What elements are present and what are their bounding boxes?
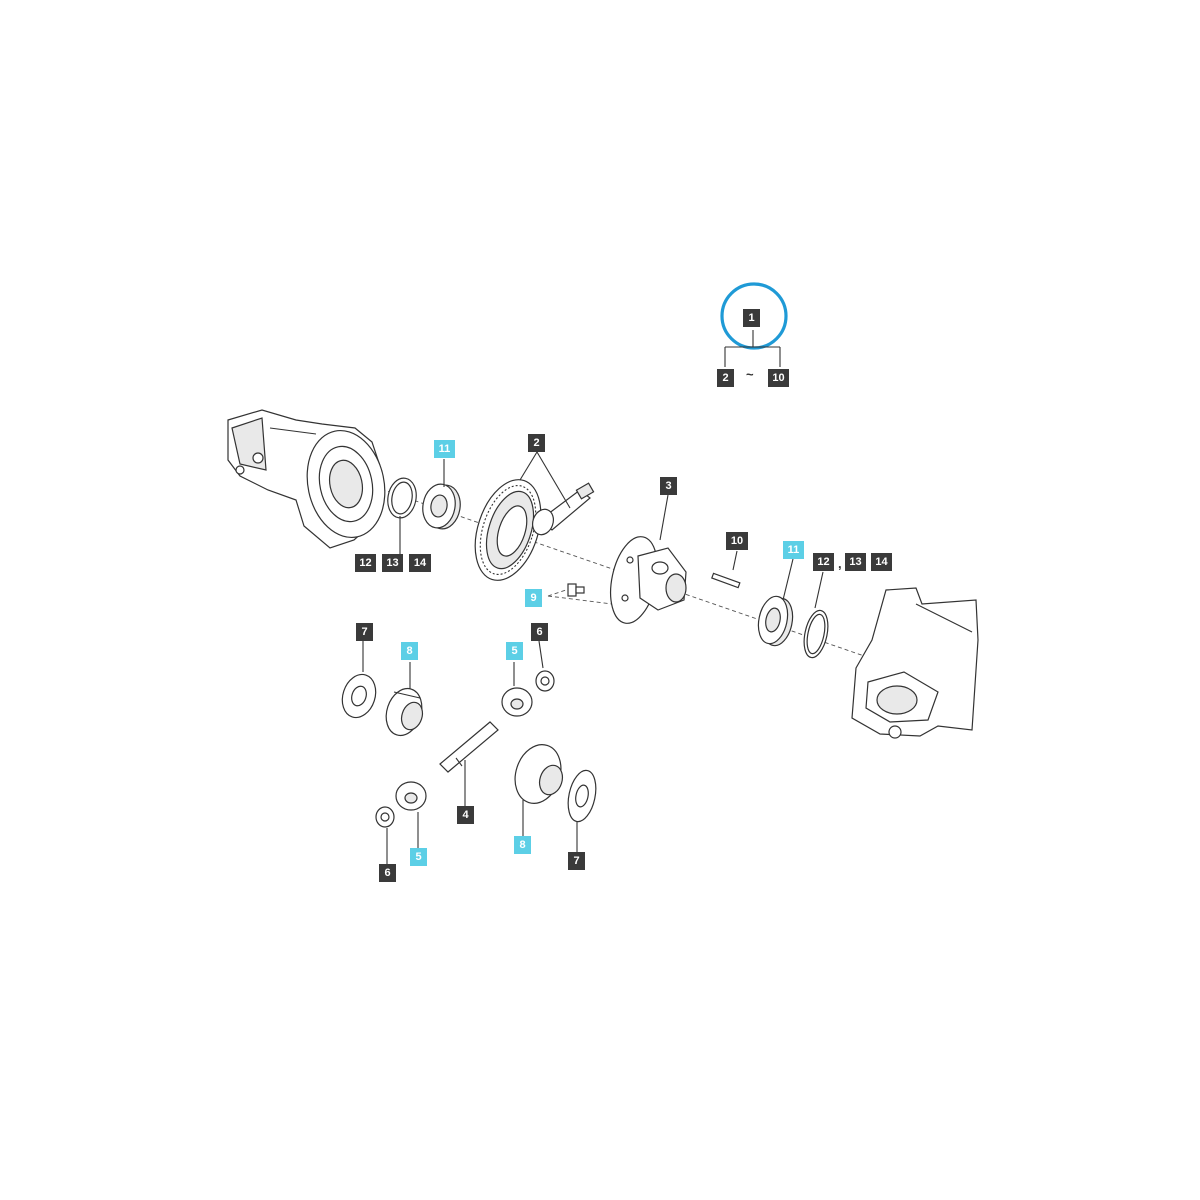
bolt <box>547 583 585 597</box>
ring-gear <box>474 479 542 581</box>
roll-pin <box>711 572 741 589</box>
part-label-5-lower[interactable]: 5 <box>410 848 427 866</box>
part-label-12-left[interactable]: 12 <box>355 554 376 572</box>
side-gear-upper <box>385 687 424 737</box>
part-label-6-upper[interactable]: 6 <box>531 623 548 641</box>
right-axle-housing <box>851 587 979 739</box>
part-label-12-right[interactable]: 12 <box>813 553 834 571</box>
part-label-5-upper[interactable]: 5 <box>506 642 523 660</box>
thrust-washer-lower <box>567 769 597 823</box>
part-label-9[interactable]: 9 <box>525 589 542 607</box>
part-label-6-lower[interactable]: 6 <box>379 864 396 882</box>
o-ring-right <box>803 609 829 659</box>
pinion-axis <box>547 595 613 605</box>
washer-lower-small <box>375 806 395 828</box>
pinion-cross-shaft <box>439 721 499 773</box>
part-label-2[interactable]: 2 <box>528 434 545 452</box>
part-label-13-left[interactable]: 13 <box>382 554 403 572</box>
range-separator: ~ <box>746 367 754 382</box>
highlight-circle <box>720 282 788 350</box>
part-label-13-right[interactable]: 13 <box>845 553 866 571</box>
assembly-label-main[interactable]: 1 <box>743 309 760 327</box>
part-label-11-left[interactable]: 11 <box>434 440 455 458</box>
part-label-8-upper[interactable]: 8 <box>401 642 418 660</box>
differential-case <box>610 536 687 624</box>
label-comma: , <box>838 556 842 571</box>
leader-lines <box>362 451 824 864</box>
part-label-14-right[interactable]: 14 <box>871 553 892 571</box>
side-gear-lower <box>514 744 564 804</box>
part-label-3[interactable]: 3 <box>660 477 677 495</box>
part-label-8-lower[interactable]: 8 <box>514 836 531 854</box>
pinion-gear-upper <box>501 687 533 717</box>
assembly-range-start[interactable]: 2 <box>717 369 734 387</box>
left-axle-housing <box>227 409 386 549</box>
part-label-11-right[interactable]: 11 <box>783 541 804 559</box>
assembly-range-end[interactable]: 10 <box>768 369 789 387</box>
bearing-right <box>757 595 794 647</box>
part-label-4[interactable]: 4 <box>457 806 474 824</box>
washer-upper-small <box>535 670 555 692</box>
part-label-7-lower[interactable]: 7 <box>568 852 585 870</box>
bearing-left <box>422 483 461 530</box>
part-label-7-upper[interactable]: 7 <box>356 623 373 641</box>
thrust-washer-upper <box>341 673 377 719</box>
part-label-10[interactable]: 10 <box>726 532 748 550</box>
part-label-14-left[interactable]: 14 <box>409 554 431 572</box>
pinion-gear-lower <box>395 781 427 811</box>
pinion-shaft <box>532 482 595 536</box>
assembly-bracket <box>724 330 781 367</box>
o-ring-left <box>387 477 417 519</box>
